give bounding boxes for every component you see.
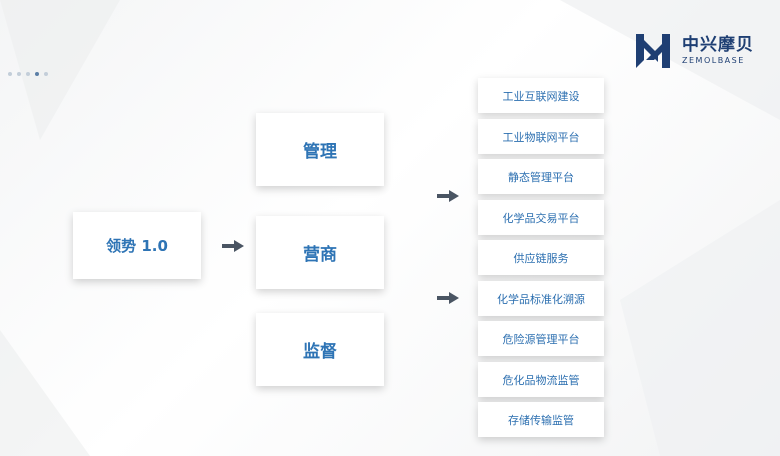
arrow-right-icon <box>437 190 459 202</box>
brand-logo: 中兴摩贝 ZEMOLBASE <box>632 30 754 72</box>
service-node: 供应链服务 <box>478 240 604 275</box>
category-node-business: 营商 <box>256 216 384 289</box>
root-node: 领势 1.0 <box>73 212 201 279</box>
service-node: 化学品交易平台 <box>478 200 604 235</box>
indicator-dot <box>26 72 30 76</box>
service-node: 存储传输监管 <box>478 402 604 437</box>
indicator-dot-active <box>35 72 39 76</box>
slide-indicator <box>8 72 48 76</box>
service-node: 危化品物流监管 <box>478 362 604 397</box>
indicator-dot <box>44 72 48 76</box>
service-node: 危险源管理平台 <box>478 321 604 356</box>
arrow-right-icon <box>222 240 244 252</box>
indicator-dot <box>8 72 12 76</box>
service-node: 工业互联网建设 <box>478 78 604 113</box>
category-node-supervision: 监督 <box>256 313 384 386</box>
brand-name-cn: 中兴摩贝 <box>682 35 754 55</box>
service-node: 化学品标准化溯源 <box>478 281 604 316</box>
brand-name-en: ZEMOLBASE <box>682 56 745 65</box>
indicator-dot <box>17 72 21 76</box>
service-node: 工业物联网平台 <box>478 119 604 154</box>
arrow-right-icon <box>437 292 459 304</box>
category-node-management: 管理 <box>256 113 384 186</box>
service-node: 静态管理平台 <box>478 159 604 194</box>
zemolbase-logo-icon <box>636 34 670 68</box>
